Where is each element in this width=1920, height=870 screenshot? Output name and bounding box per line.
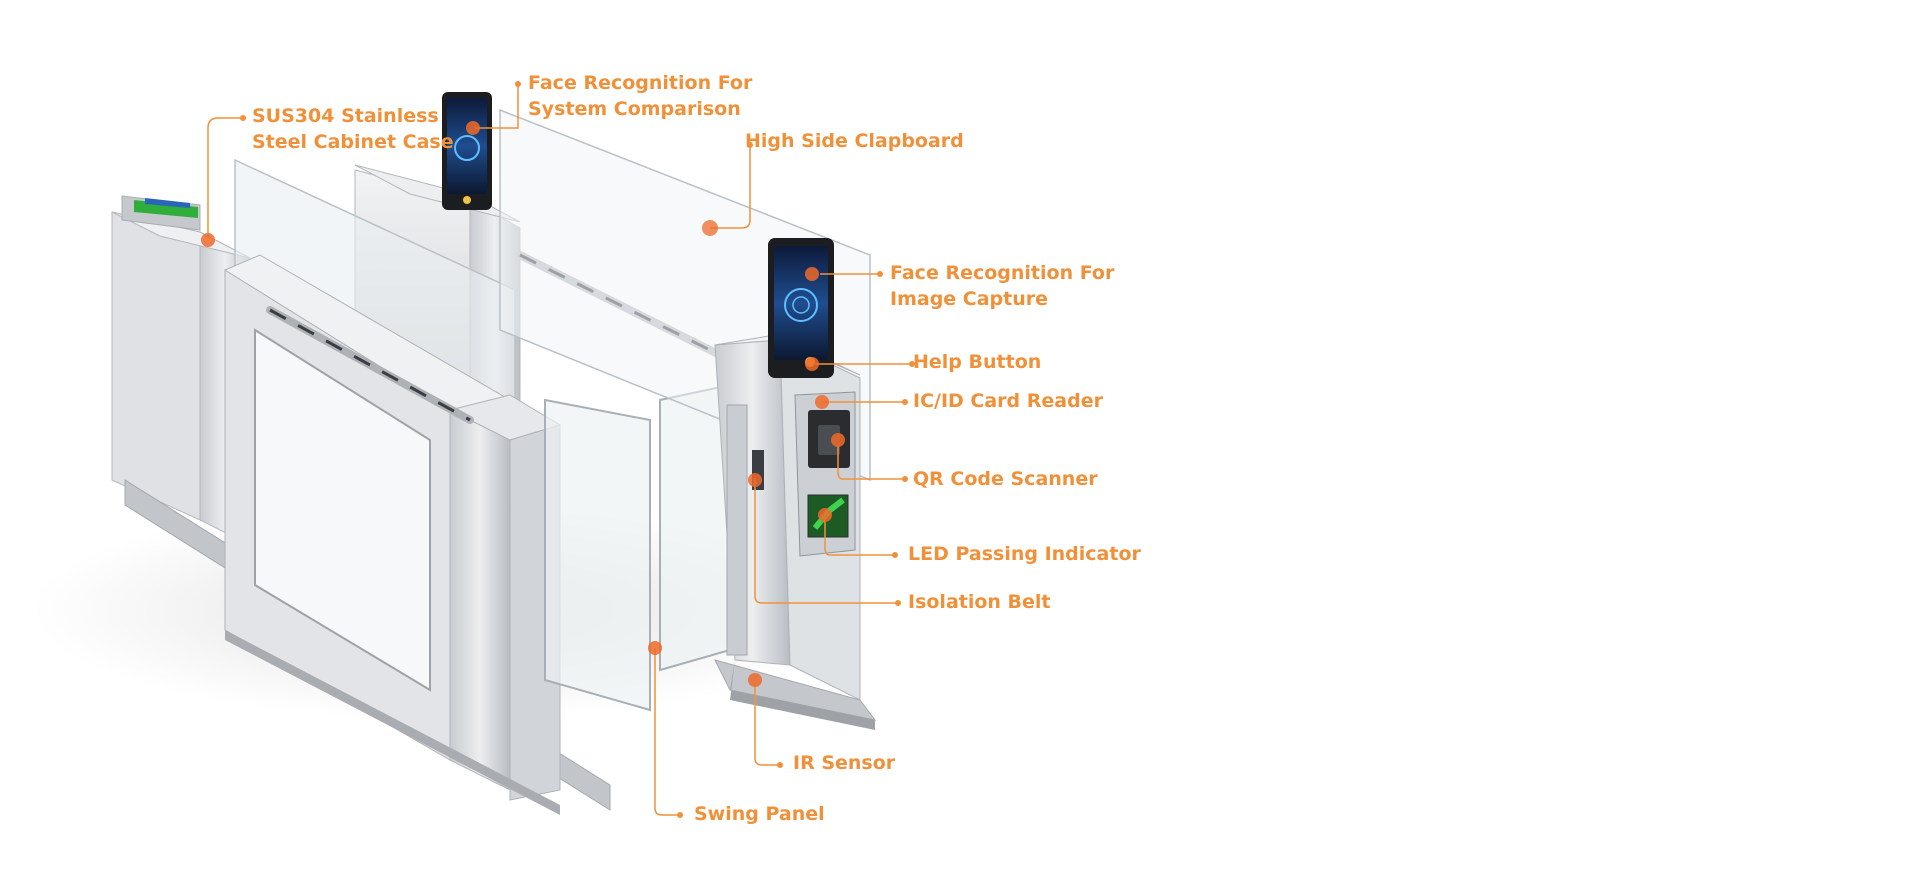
front-right-cabinet <box>714 334 877 730</box>
hotspot-swing <box>648 641 662 655</box>
callout-face-system-line2: System Comparison <box>528 98 741 120</box>
callout-qr-scanner-line1: QR Code Scanner <box>913 468 1098 490</box>
hotspot-ir <box>748 673 762 687</box>
callout-face-system-line1: Face Recognition For <box>528 72 753 94</box>
hotspot-card-reader <box>815 395 829 409</box>
hotspot-isolation <box>748 473 762 487</box>
callout-qr-scanner: QR Code Scanner <box>913 466 1098 492</box>
callout-cabinet-case-line1: SUS304 Stainless <box>252 105 439 127</box>
hotspot-face-system <box>466 121 480 135</box>
callout-swing-panel: Swing Panel <box>694 801 825 827</box>
callout-card-reader: IC/ID Card Reader <box>913 388 1103 414</box>
leader-dots <box>240 81 915 818</box>
callout-clapboard-line1: High Side Clapboard <box>745 130 964 152</box>
callout-clapboard: High Side Clapboard <box>745 128 964 154</box>
leader-lines <box>207 86 912 816</box>
front-face-terminal <box>768 238 834 378</box>
hotspot-help <box>805 357 819 371</box>
rear-face-terminal <box>442 92 492 210</box>
hotspot-led <box>818 508 832 522</box>
callout-cabinet-case: SUS304 Stainless Steel Cabinet Case <box>252 103 454 155</box>
callout-isolation-belt: Isolation Belt <box>908 589 1051 615</box>
callout-face-system: Face Recognition For System Comparison <box>528 70 752 122</box>
swing-panels <box>544 383 731 712</box>
callout-ir-sensor-line1: IR Sensor <box>793 752 896 774</box>
callout-swing-panel-line1: Swing Panel <box>694 803 825 825</box>
callout-card-reader-line1: IC/ID Card Reader <box>913 390 1103 412</box>
hotspot-qr <box>831 433 845 447</box>
callout-face-capture: Face Recognition For Image Capture <box>890 260 1114 312</box>
callout-face-capture-line2: Image Capture <box>890 288 1049 310</box>
callout-help-button: Help Button <box>913 349 1041 375</box>
callout-isolation-belt-line1: Isolation Belt <box>908 591 1051 613</box>
hotspots <box>201 121 845 687</box>
callout-cabinet-case-line2: Steel Cabinet Case <box>252 131 454 153</box>
hotspot-face-capture <box>805 267 819 281</box>
callout-help-button-line1: Help Button <box>913 351 1042 373</box>
callout-ir-sensor: IR Sensor <box>793 750 895 776</box>
callout-led-indicator-line1: LED Passing Indicator <box>908 543 1141 565</box>
hotspot-cabinet <box>201 233 215 247</box>
callout-led-indicator: LED Passing Indicator <box>908 541 1141 567</box>
hotspot-clapboard <box>702 220 718 236</box>
callout-face-capture-line1: Face Recognition For <box>890 262 1115 284</box>
